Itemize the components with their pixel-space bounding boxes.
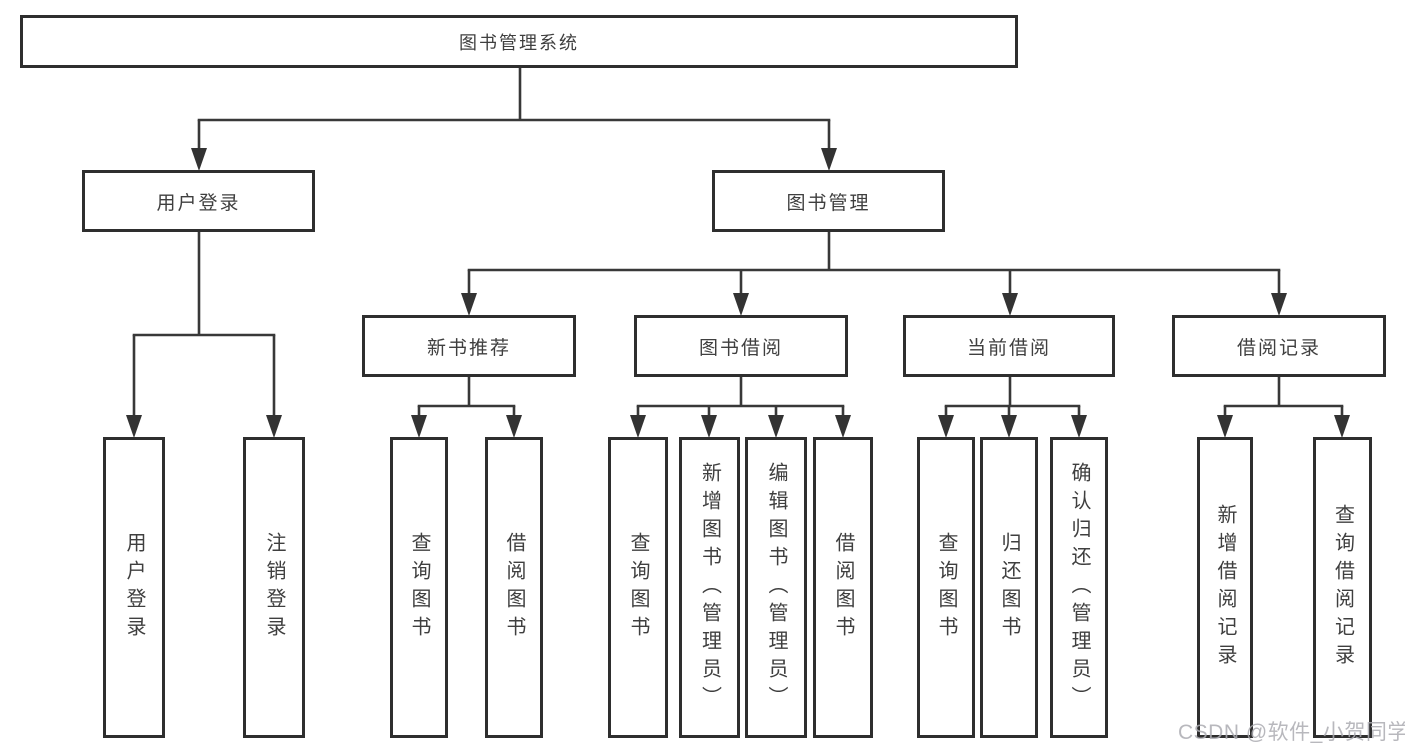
leaf-borrowing-add-books-admin: 新增图书（管理员）: [679, 437, 740, 738]
node-book-management: 图书管理: [712, 170, 945, 232]
leaf-logout-label: 注销登录: [263, 531, 285, 644]
node-book-borrowing: 图书借阅: [634, 315, 848, 377]
node-current-borrowing-label: 当前借阅: [966, 337, 1051, 359]
connector-new-book-children: [411, 377, 522, 438]
node-root-system-label: 图书管理系统: [459, 32, 579, 53]
connector-book-borrow-children: [630, 377, 851, 438]
node-new-book-recommendation-label: 新书推荐: [426, 337, 511, 359]
connector-user-login-children: [126, 232, 282, 438]
leaf-records-add-borrow-record: 新增借阅记录: [1197, 437, 1253, 738]
node-user-login: 用户登录: [82, 170, 315, 232]
connector-current-borrow-children: [938, 377, 1087, 438]
connector-borrow-record-children: [1217, 377, 1350, 438]
leaf-borrowing-edit-books-admin: 编辑图书（管理员）: [745, 437, 807, 738]
leaf-current-return-books-label: 归还图书: [998, 531, 1020, 644]
node-root-system: 图书管理系统: [20, 15, 1018, 68]
leaf-borrowing-borrow-books-label: 借阅图书: [832, 531, 854, 644]
node-new-book-recommendation: 新书推荐: [362, 315, 576, 377]
node-book-management-label: 图书管理: [786, 192, 871, 214]
node-book-borrowing-label: 图书借阅: [698, 337, 783, 359]
connector-book-mgmt-children: [461, 232, 1287, 316]
leaf-borrowing-edit-books-admin-label: 编辑图书（管理员）: [765, 461, 787, 714]
node-current-borrowing: 当前借阅: [903, 315, 1115, 377]
leaf-records-query-borrow-record: 查询借阅记录: [1313, 437, 1372, 738]
node-user-login-label: 用户登录: [156, 192, 241, 214]
leaf-recommend-query-books-label: 查询图书: [408, 531, 430, 644]
leaf-borrowing-query-books-label: 查询图书: [627, 531, 649, 644]
csdn-watermark: CSDN @软件_小贺同学: [1178, 721, 1405, 744]
leaf-records-add-borrow-record-label: 新增借阅记录: [1214, 503, 1236, 672]
leaf-current-query-books: 查询图书: [917, 437, 975, 738]
leaf-current-query-books-label: 查询图书: [935, 531, 957, 644]
leaf-recommend-query-books: 查询图书: [390, 437, 448, 738]
leaf-user-login-label: 用户登录: [123, 531, 145, 644]
leaf-current-return-books: 归还图书: [980, 437, 1038, 738]
leaf-current-confirm-return-admin: 确认归还（管理员）: [1050, 437, 1108, 738]
leaf-borrowing-query-books: 查询图书: [608, 437, 668, 738]
connector-root-to-level2: [191, 68, 837, 171]
leaf-current-confirm-return-admin-label: 确认归还（管理员）: [1068, 461, 1090, 714]
node-borrowing-records: 借阅记录: [1172, 315, 1386, 377]
leaf-borrowing-add-books-admin-label: 新增图书（管理员）: [698, 461, 721, 714]
leaf-user-login: 用户登录: [103, 437, 165, 738]
leaf-recommend-borrow-books: 借阅图书: [485, 437, 543, 738]
leaf-records-query-borrow-record-label: 查询借阅记录: [1331, 503, 1354, 672]
node-borrowing-records-label: 借阅记录: [1236, 337, 1321, 359]
leaf-recommend-borrow-books-label: 借阅图书: [503, 531, 525, 644]
leaf-logout: 注销登录: [243, 437, 305, 738]
leaf-borrowing-borrow-books: 借阅图书: [813, 437, 873, 738]
